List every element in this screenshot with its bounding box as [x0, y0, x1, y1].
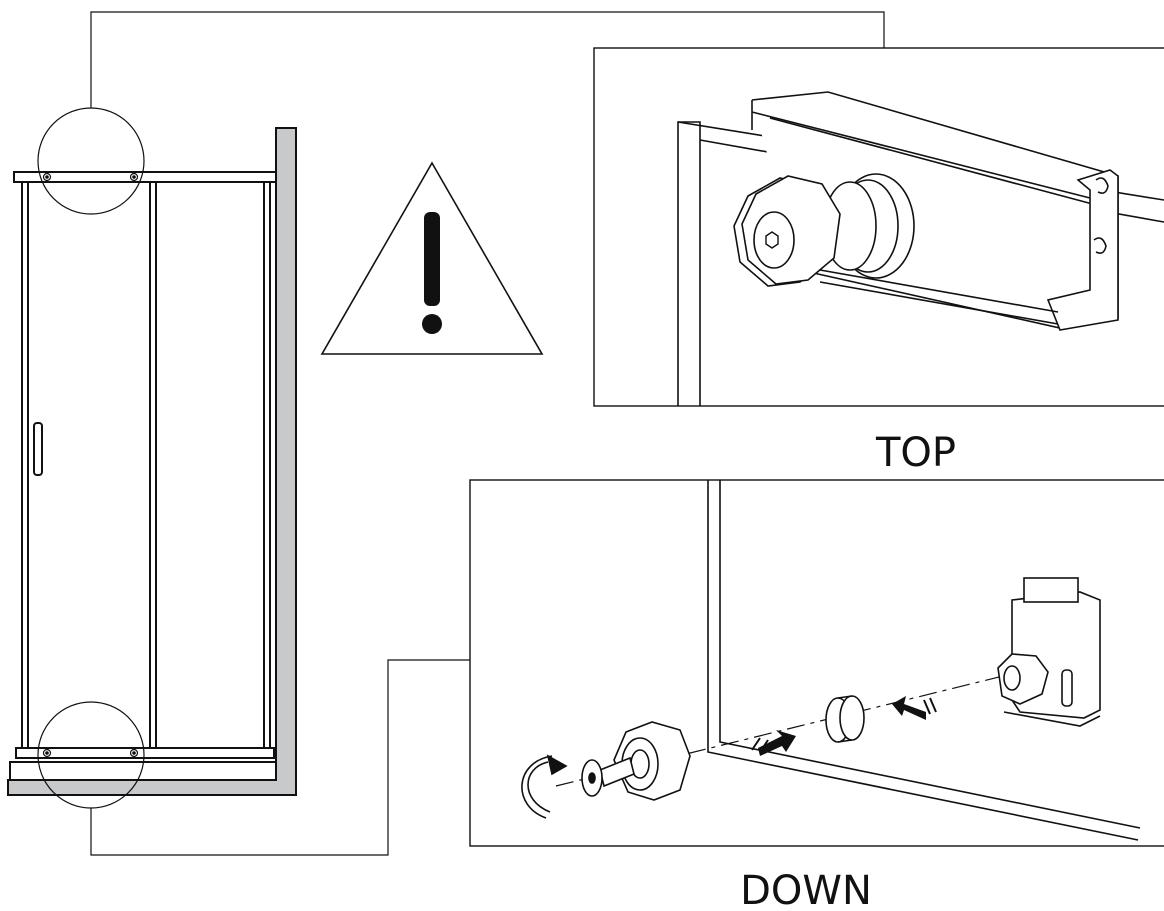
door-handle — [33, 422, 43, 476]
detail-circle-top — [37, 107, 145, 215]
warning-triangle-icon — [320, 161, 544, 355]
wall-profile — [7, 127, 297, 796]
down-label: DOWN — [740, 868, 872, 911]
direction-arrow-icon — [751, 730, 796, 756]
rotate-arrow-icon — [521, 754, 568, 819]
bottom-rail — [15, 747, 275, 759]
top-label: TOP — [875, 430, 956, 476]
leader-lines — [90, 11, 885, 856]
shower-enclosure — [7, 107, 297, 809]
direction-arrow-icon — [892, 696, 937, 720]
top-rail — [13, 171, 277, 183]
top-detail-panel — [593, 47, 1164, 407]
down-detail-panel — [469, 479, 1164, 847]
screws — [42, 172, 139, 758]
